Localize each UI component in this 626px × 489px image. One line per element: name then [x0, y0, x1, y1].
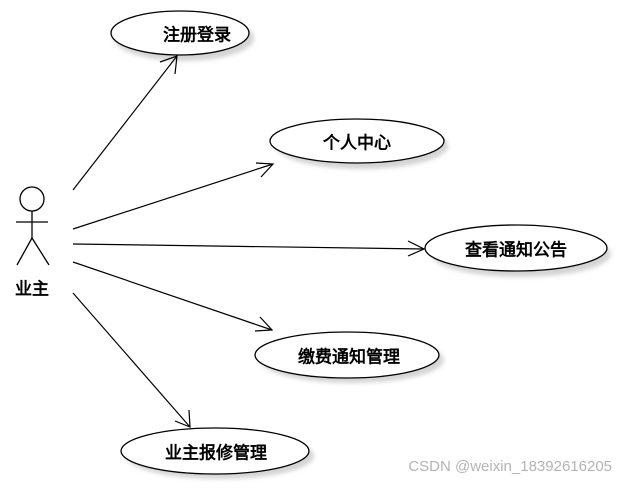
use-case-register-login — [110, 10, 254, 61]
use-case-label-personal-center: 个人中心 — [323, 133, 391, 154]
actor-label: 业主 — [15, 279, 49, 300]
use-case-personal-center — [269, 118, 448, 169]
association-register-login — [72, 55, 178, 191]
association-repair-mgmt — [72, 292, 191, 428]
use-case-view-notices — [424, 224, 611, 277]
use-case-payment-notice-mgmt — [254, 331, 444, 383]
use-case-label-register-login: 注册登录 — [163, 25, 231, 46]
association-payment-notice-mgmt — [72, 261, 274, 332]
use-case-label-payment-notice-mgmt: 缴费通知管理 — [298, 347, 400, 368]
association-view-notices — [72, 240, 426, 257]
association-personal-center — [72, 162, 275, 230]
actor-stick-figure-icon — [16, 186, 50, 266]
use-case-label-repair-mgmt: 业主报修管理 — [165, 443, 267, 464]
watermark-text: CSDN @weixin_18392616205 — [408, 458, 612, 475]
use-case-label-view-notices: 查看通知公告 — [465, 240, 567, 261]
use-case-repair-mgmt — [120, 427, 314, 479]
